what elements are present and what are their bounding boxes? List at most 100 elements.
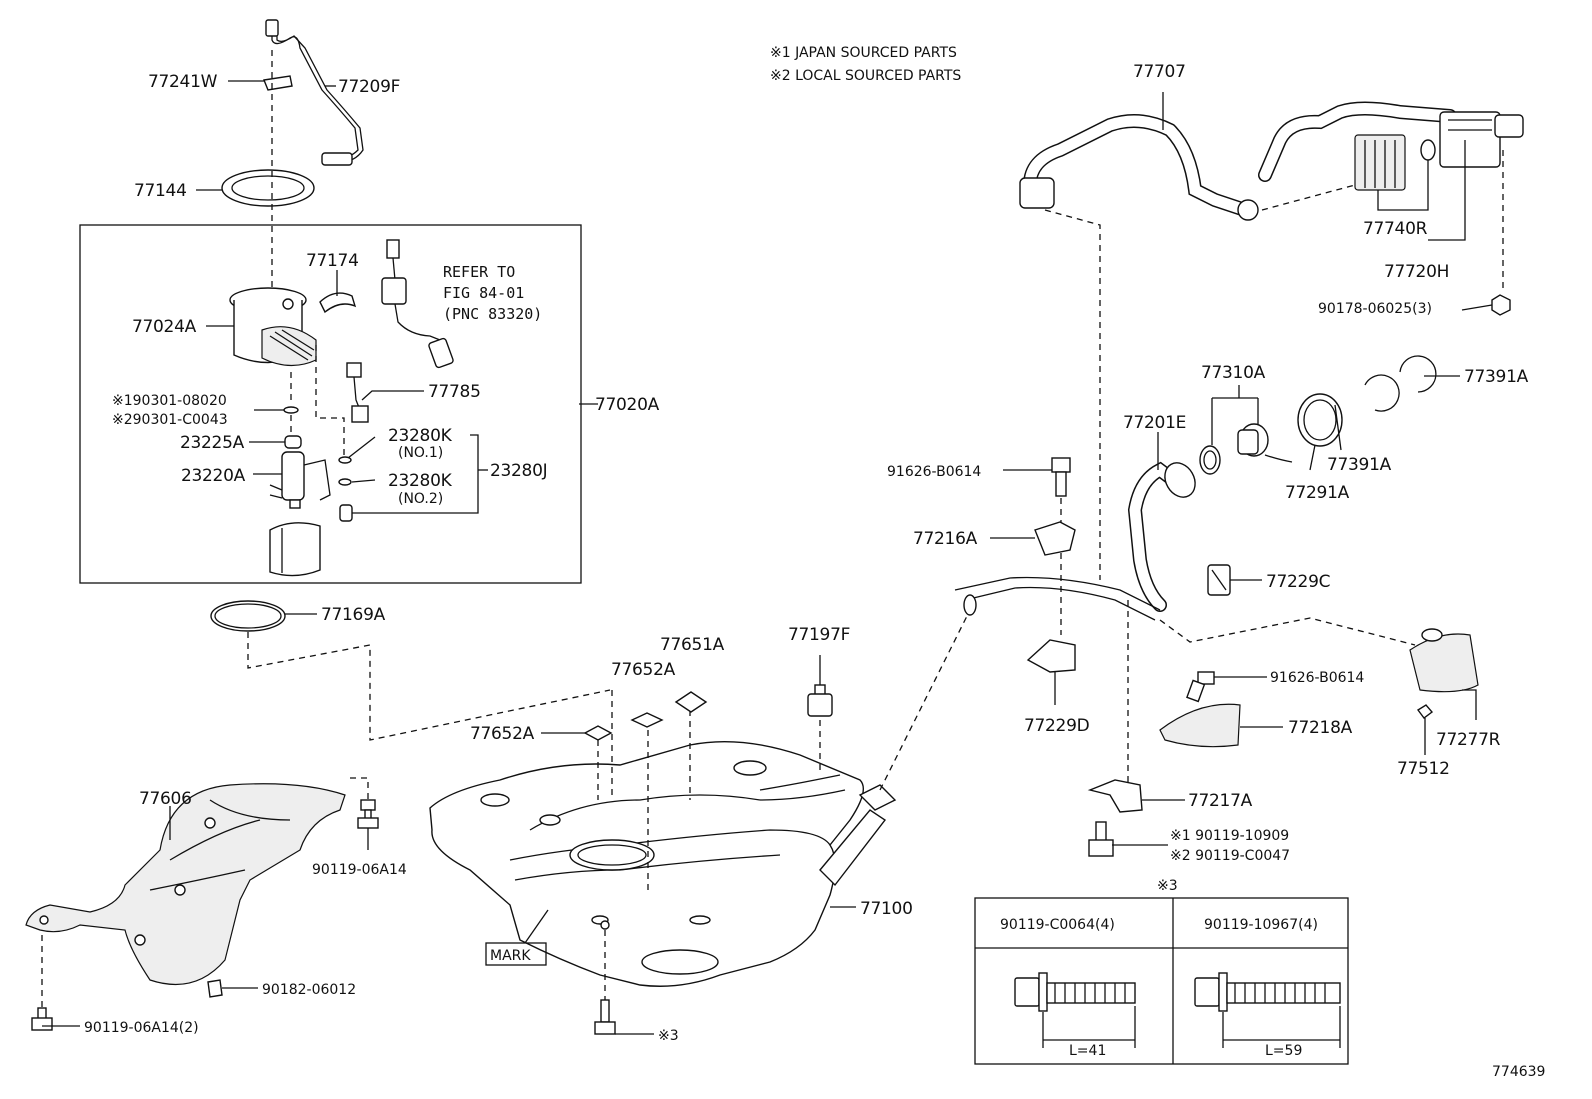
guard-77277r bbox=[1409, 628, 1479, 693]
cap-seal-77310a bbox=[1199, 445, 1221, 475]
refer-line1: REFER TO bbox=[443, 263, 515, 281]
figure-id: 774639 bbox=[1492, 1064, 1545, 1080]
label-23280k-2: 23280K bbox=[388, 471, 453, 491]
label-77291a: 77291A bbox=[1285, 483, 1350, 503]
clip-77174 bbox=[319, 292, 357, 314]
label-77310a: 77310A bbox=[1201, 363, 1266, 383]
label-mark: MARK bbox=[490, 948, 531, 964]
label-77229d: 77229D bbox=[1024, 716, 1090, 736]
gasket-77169a bbox=[210, 600, 286, 632]
label-77197f: 77197F bbox=[788, 625, 850, 645]
nut-90178-06025 bbox=[1491, 294, 1511, 316]
label-290301-c0043: ※290301-C0043 bbox=[112, 412, 228, 428]
label-77720h: 77720H bbox=[1384, 262, 1449, 282]
hose-77707 bbox=[1019, 101, 1524, 221]
note-local-sourced: ※2 LOCAL SOURCED PARTS bbox=[770, 68, 961, 84]
label-23225a: 23225A bbox=[180, 433, 245, 453]
seal-77740r bbox=[1420, 139, 1436, 161]
canister-77740r bbox=[1354, 134, 1406, 191]
bolt-table bbox=[974, 897, 1349, 1065]
label-77229c: 77229C bbox=[1266, 572, 1330, 592]
fuel-cap bbox=[1237, 423, 1293, 463]
tank-protector-77606 bbox=[25, 783, 346, 986]
clip-77229c bbox=[1207, 564, 1231, 596]
bolt-91626-b0614-b bbox=[1186, 671, 1215, 703]
label-77652a-mid: 77652A bbox=[611, 660, 676, 680]
label-77606: 77606 bbox=[139, 789, 192, 809]
nut-90182-06012 bbox=[207, 979, 223, 998]
refer-line3: (PNC 83320) bbox=[443, 305, 542, 323]
label-23280k-1: 23280K bbox=[388, 426, 453, 446]
label-77201e: 77201E bbox=[1123, 413, 1186, 433]
bracket-77216a bbox=[1034, 521, 1076, 556]
label-77241w: 77241W bbox=[148, 72, 218, 92]
o-ring-23280k-no1 bbox=[338, 456, 352, 464]
bracket-77217a bbox=[1087, 779, 1143, 813]
snap-ring-77391a bbox=[1364, 374, 1400, 412]
bolt-table-col1-header: 90119-C0064(4) bbox=[1000, 917, 1115, 933]
bolt-x3 bbox=[594, 999, 616, 1035]
label-no1: (NO.1) bbox=[398, 445, 443, 461]
label-77216a: 77216A bbox=[913, 529, 978, 549]
clip-77512 bbox=[1416, 704, 1434, 719]
gasket-23225a bbox=[284, 435, 302, 449]
label-77391a: 77391A bbox=[1327, 455, 1392, 475]
label-77785: 77785 bbox=[428, 382, 481, 402]
bolt-table-col1-length: L=41 bbox=[1069, 1043, 1106, 1059]
snap-ring-77391a-top bbox=[1399, 355, 1437, 393]
label-77024a: 77024A bbox=[132, 317, 197, 337]
filler-pipe-77201e bbox=[954, 461, 1196, 621]
label-77144: 77144 bbox=[134, 181, 187, 201]
gasket-77291a bbox=[1297, 393, 1343, 447]
harness-refer-fig-84-01 bbox=[381, 239, 454, 369]
mark-box bbox=[485, 942, 547, 966]
label-77174: 77174 bbox=[306, 251, 359, 271]
label-77209f: 77209F bbox=[338, 77, 400, 97]
filter-23280k bbox=[339, 504, 353, 522]
label-91626-b0614-b: 91626-B0614 bbox=[1270, 670, 1364, 686]
o-ring-23280k-no2 bbox=[338, 478, 352, 486]
label-x3-bottom: ※3 bbox=[658, 1028, 679, 1044]
label-77020a: 77020A bbox=[595, 395, 660, 415]
label-77512: 77512 bbox=[1397, 759, 1450, 779]
refer-line2: FIG 84-01 bbox=[443, 284, 524, 302]
label-91626-b0614-a: 91626-B0614 bbox=[887, 464, 981, 480]
label-77707: 77707 bbox=[1133, 62, 1186, 82]
bolt-90119-06a14 bbox=[357, 799, 379, 829]
label-23220a: 23220A bbox=[181, 466, 246, 486]
label-90119-06a14-2: 90119-06A14(2) bbox=[84, 1020, 199, 1036]
retainer-ring-77144 bbox=[221, 169, 315, 207]
bolt-table-col2-header: 90119-10967(4) bbox=[1204, 917, 1318, 933]
bolt-90119-06a14-2 bbox=[31, 1007, 53, 1031]
label-190301-08020: ※190301-08020 bbox=[112, 393, 227, 409]
bolt-table-col2-length: L=59 bbox=[1265, 1043, 1302, 1059]
label-23280j: 23280J bbox=[490, 461, 547, 481]
bolt-90119-10909 bbox=[1088, 821, 1114, 857]
clamp-77241w bbox=[263, 75, 293, 91]
label-90119-06a14: 90119-06A14 bbox=[312, 862, 407, 878]
fuel-pump-77024a bbox=[229, 287, 317, 367]
fuel-tank-77100 bbox=[429, 740, 897, 987]
label-77391a-top: 77391A bbox=[1464, 367, 1529, 387]
label-77651a bbox=[674, 691, 708, 713]
bolt-91626-b0614-a bbox=[1051, 457, 1071, 497]
sender-gauge-wire-77209f bbox=[265, 19, 364, 166]
label-90119-10909: ※1 90119-10909 bbox=[1170, 828, 1289, 844]
shield-77218a bbox=[1159, 703, 1241, 748]
harness-77785 bbox=[346, 362, 369, 423]
label-77169a: 77169A bbox=[321, 605, 386, 625]
label-77652a-left bbox=[583, 725, 613, 741]
label-77217a: 77217A bbox=[1188, 791, 1253, 811]
label-77100: 77100 bbox=[860, 899, 913, 919]
label-77218a: 77218A bbox=[1288, 718, 1353, 738]
fuel-filter-cup bbox=[269, 522, 321, 577]
label-77651a: 77651A bbox=[660, 635, 725, 655]
o-ring-190301 bbox=[283, 406, 299, 414]
leader-lines bbox=[42, 80, 1493, 1035]
fuel-pump-23220a bbox=[269, 451, 331, 509]
label-77277r: 77277R bbox=[1436, 730, 1501, 750]
label-no2: (NO.2) bbox=[398, 491, 443, 507]
valve-77197f bbox=[807, 684, 833, 717]
label-77652a-mid bbox=[630, 712, 664, 728]
